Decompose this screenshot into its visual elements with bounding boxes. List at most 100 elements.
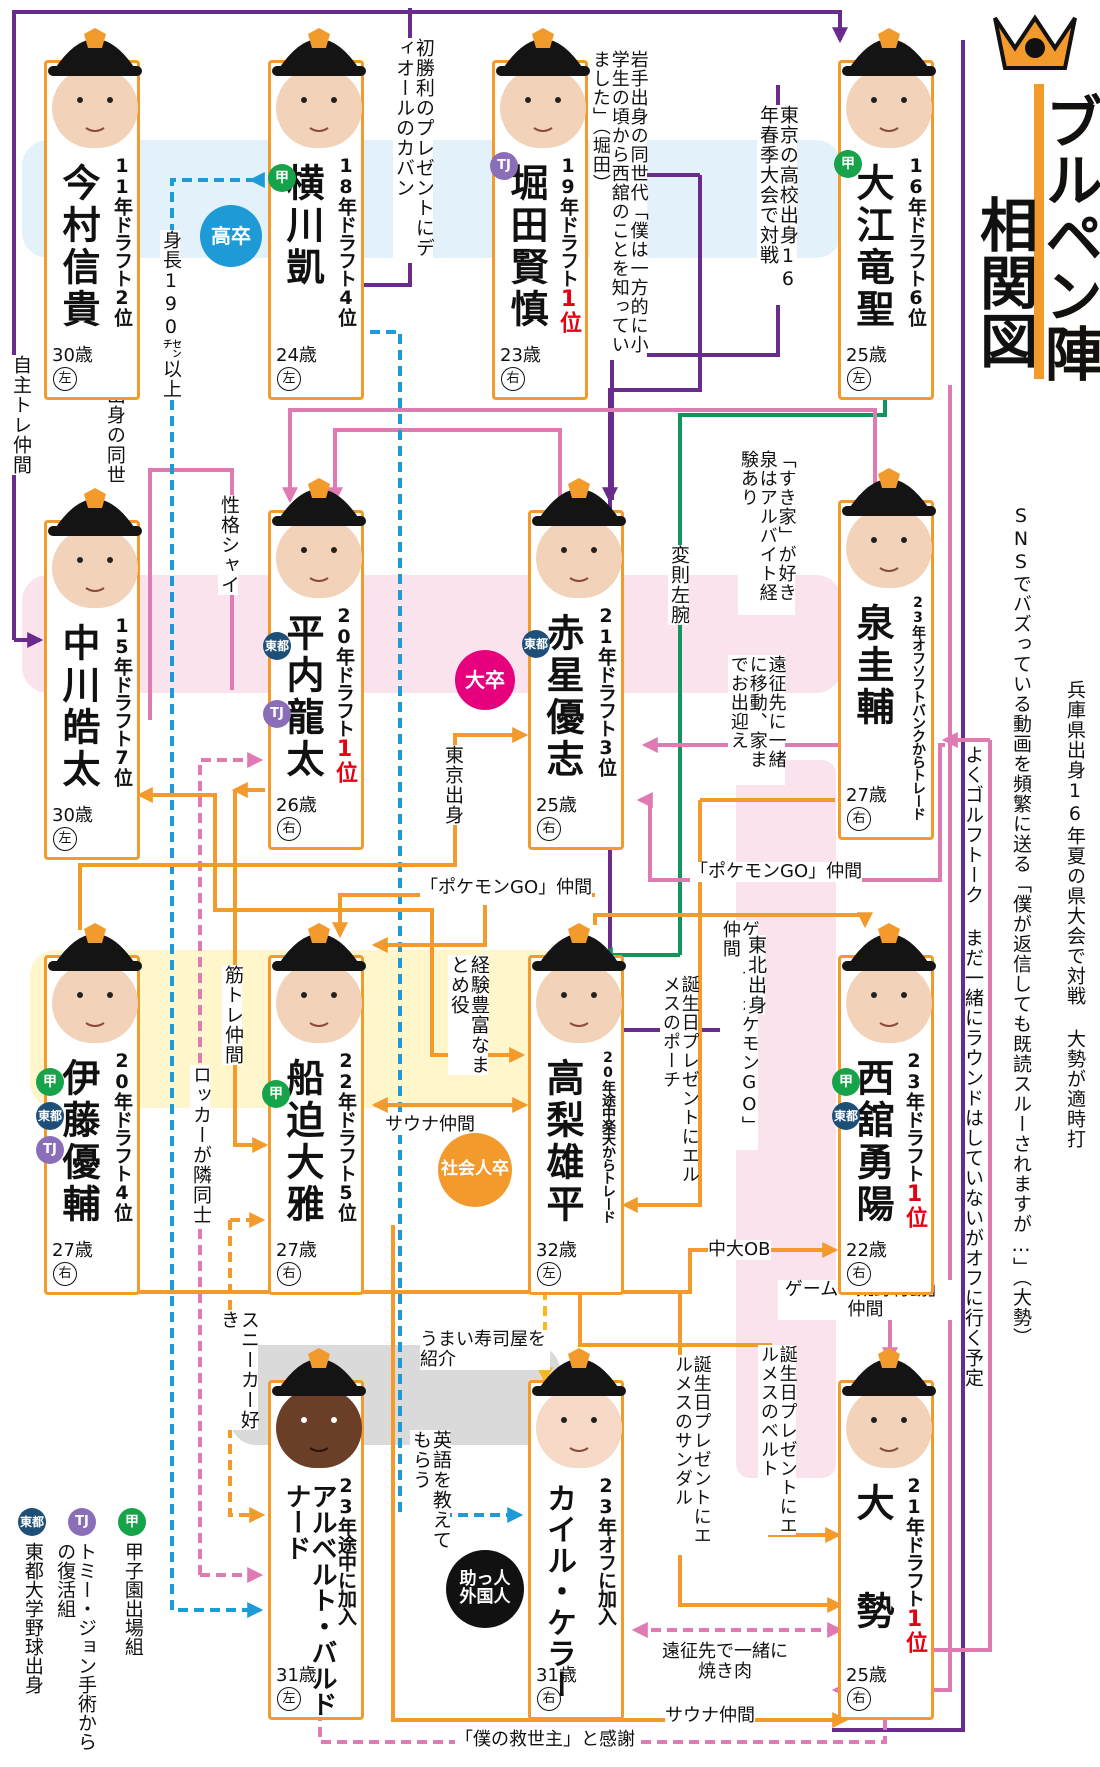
player-name: 高梨雄平 (540, 1058, 584, 1226)
relation-golf: よくゴルフトーク まだ一緒にラウンドはしていないがオフに行く予定 (961, 745, 984, 1388)
player-face-icon (842, 468, 936, 588)
category-shakaijin: 社会人卒 (438, 1133, 512, 1207)
relation-seikaku: 性格シャイ (217, 495, 240, 595)
player-name: 伊藤優輔 (56, 1058, 100, 1226)
player-hand: 左 (53, 367, 77, 391)
player-hand: 左 (847, 367, 871, 391)
player-age: 32歳 (536, 1240, 577, 1261)
player-age: 30歳 (52, 805, 93, 826)
link-pouch (621, 800, 702, 1213)
player-card-oe[interactable]: 大江竜聖 16年ドラフト6位 25歳 左 (838, 28, 936, 400)
badge-koshien-icon: 甲 (262, 1080, 290, 1108)
title-accent (1034, 84, 1044, 379)
player-face-icon (842, 28, 936, 148)
player-hand: 左 (277, 1687, 301, 1711)
link-keiken (371, 905, 487, 953)
player-card-akahoshi[interactable]: 赤星優志 21年ドラフト3位 25歳 右 (528, 478, 626, 850)
player-age: 27歳 (52, 1240, 93, 1261)
badge-tj-icon: TJ (490, 152, 518, 180)
player-draft: 21年ドラフト1位 (902, 1475, 927, 1652)
player-draft: 23年オフソフトバンクからトレード (910, 595, 926, 820)
badge-toto-icon: 東都 (263, 632, 291, 660)
player-hand: 右 (277, 817, 301, 841)
relation-keiken: 経験豊富なまとめ役 (447, 955, 490, 1075)
relation-sushi: うまい寿司屋を紹介 (420, 1330, 550, 1370)
relation-jishu: 自主トレ仲間 (9, 355, 32, 475)
player-card-yokogawa[interactable]: 横川凱 18年ドラフト4位 24歳 左 (268, 28, 366, 400)
player-name: 中川皓太 (56, 623, 100, 791)
player-card-taisei[interactable]: 大勢 21年ドラフト1位 25歳 右 (838, 1348, 936, 1720)
relation-ensei: 遠征先に一緒に移動、家までお出迎え (728, 655, 787, 785)
player-hand: 左 (537, 1262, 561, 1286)
relation-birthday-belt: 誕生日プレゼントにエルメスのベルト (757, 1345, 798, 1535)
player-card-keller[interactable]: カイル・ケラー 23年オフに加入 31歳 右 (528, 1348, 626, 1720)
player-draft: 20年ドラフト4位 (111, 1050, 133, 1221)
band-daigaku (22, 575, 842, 693)
player-name: 今村信貴 (56, 163, 100, 331)
player-face-icon (496, 28, 590, 148)
relation-sns: SNSでバズっている動画を頻繁に送る「僕が返信しても既読スルーされますが…」（大… (1009, 505, 1032, 1348)
player-card-ito[interactable]: 伊藤優輔 20年ドラフト4位 27歳 右 (44, 923, 142, 1295)
player-card-izumi[interactable]: 泉圭輔 23年オフソフトバンクからトレード 27歳 右 (838, 468, 936, 840)
badge-toto-icon: 東都 (832, 1102, 860, 1130)
player-hand: 右 (847, 1687, 871, 1711)
player-hand: 左 (53, 827, 77, 851)
player-draft: 22年ドラフト5位 (335, 1050, 357, 1221)
link-shinchou (170, 178, 264, 1618)
player-card-baldonado[interactable]: アルベルト・バルドナード 23年途中に加入 31歳 左 (268, 1348, 366, 1720)
relation-locker: ロッカーが隣同士 (189, 1065, 212, 1225)
relation-game-pokemon: ゲーム「ポケモンGO」仲間 (720, 920, 760, 1150)
legend-tj-icon: TJ (68, 1508, 96, 1536)
link-pink-top2 (327, 428, 562, 504)
player-draft: 23年途中に加入 (335, 1475, 357, 1625)
player-age: 23歳 (500, 345, 541, 366)
link-sns (832, 40, 965, 1732)
badge-tj-icon: TJ (36, 1136, 64, 1164)
player-draft: 23年オフに加入 (595, 1475, 617, 1625)
relation-birthday-pouch: 誕生日プレゼントにエルメスのポーチ (660, 975, 700, 1190)
player-draft: 16年ドラフト6位 (905, 155, 927, 326)
relation-sneaker: スニーカー好き (217, 1310, 260, 1430)
relation-birthday-sandal: 誕生日プレゼントにエルメスのサンダル (672, 1355, 712, 1555)
player-card-horita[interactable]: 堀田賢慎 19年ドラフト1位 23歳 右 (492, 28, 590, 400)
relation-pokemon: 「ポケモンGO」仲間 (420, 877, 593, 898)
player-name: 泉圭輔 (850, 603, 894, 729)
player-card-hirauchi[interactable]: 平内龍太 20年ドラフト1位 26歳 右 (268, 478, 366, 850)
player-age: 27歳 (276, 1240, 317, 1261)
legend-tj: トミー・ジョン手術からの復活組 (54, 1542, 97, 1751)
player-age: 31歳 (276, 1665, 317, 1686)
link-pokemon (648, 743, 945, 882)
player-name: アルベルト・バルドナード (281, 1483, 337, 1717)
badge-koshien-icon: 甲 (268, 164, 296, 192)
player-card-nakagawa[interactable]: 中川皓太 15年ドラフト7位 30歳 左 (44, 488, 142, 860)
player-face-icon (272, 28, 366, 148)
link-locker (198, 752, 264, 1575)
player-face-icon (532, 478, 626, 598)
player-hand: 右 (537, 817, 561, 841)
player-draft: 18年ドラフト4位 (335, 155, 357, 326)
player-age: 30歳 (52, 345, 93, 366)
legend-koshien: 甲子園出場組 (121, 1542, 144, 1656)
player-card-funabasama[interactable]: 船迫大雅 22年ドラフト5位 27歳 右 (268, 923, 366, 1295)
player-draft: 21年ドラフト3位 (595, 605, 617, 776)
link-game-pokemon (593, 912, 873, 929)
badge-koshien-icon: 甲 (832, 1068, 860, 1096)
title-line1: ブルペン陣 (1035, 92, 1100, 382)
title-line2: 相関図 (970, 195, 1038, 369)
legend-koshien-icon: 甲 (118, 1508, 146, 1536)
link-pink-top (282, 408, 883, 504)
player-face-icon (48, 923, 142, 1043)
player-card-takanashi[interactable]: 高梨雄平 20年途中楽天からトレード 32歳 左 (528, 923, 626, 1295)
relation-iwate: 岩手出身の同世代「僕は一方的に小学生の頃から西舘のことを知っていました」（堀田） (590, 50, 649, 360)
badge-tj-icon: TJ (263, 700, 291, 728)
relation-tokyo-born: 東京出身 (441, 745, 464, 825)
player-face-icon (532, 923, 626, 1043)
relation-kyuuseishu: 「僕の救世主」と感謝 (455, 1729, 635, 1750)
player-draft: 20年途中楽天からトレード (600, 1050, 616, 1223)
player-name: 船迫大雅 (280, 1058, 324, 1226)
relation-kinore: 筋トレ仲間 (221, 965, 244, 1065)
player-card-imamura[interactable]: 今村信貴 11年ドラフト2位 30歳 左 (44, 28, 142, 400)
category-gaikoku: 助っ人外国人 (446, 1550, 524, 1628)
badge-toto-icon: 東都 (522, 630, 550, 658)
relation-eigo: 英語を教えてもらう (410, 1430, 452, 1560)
